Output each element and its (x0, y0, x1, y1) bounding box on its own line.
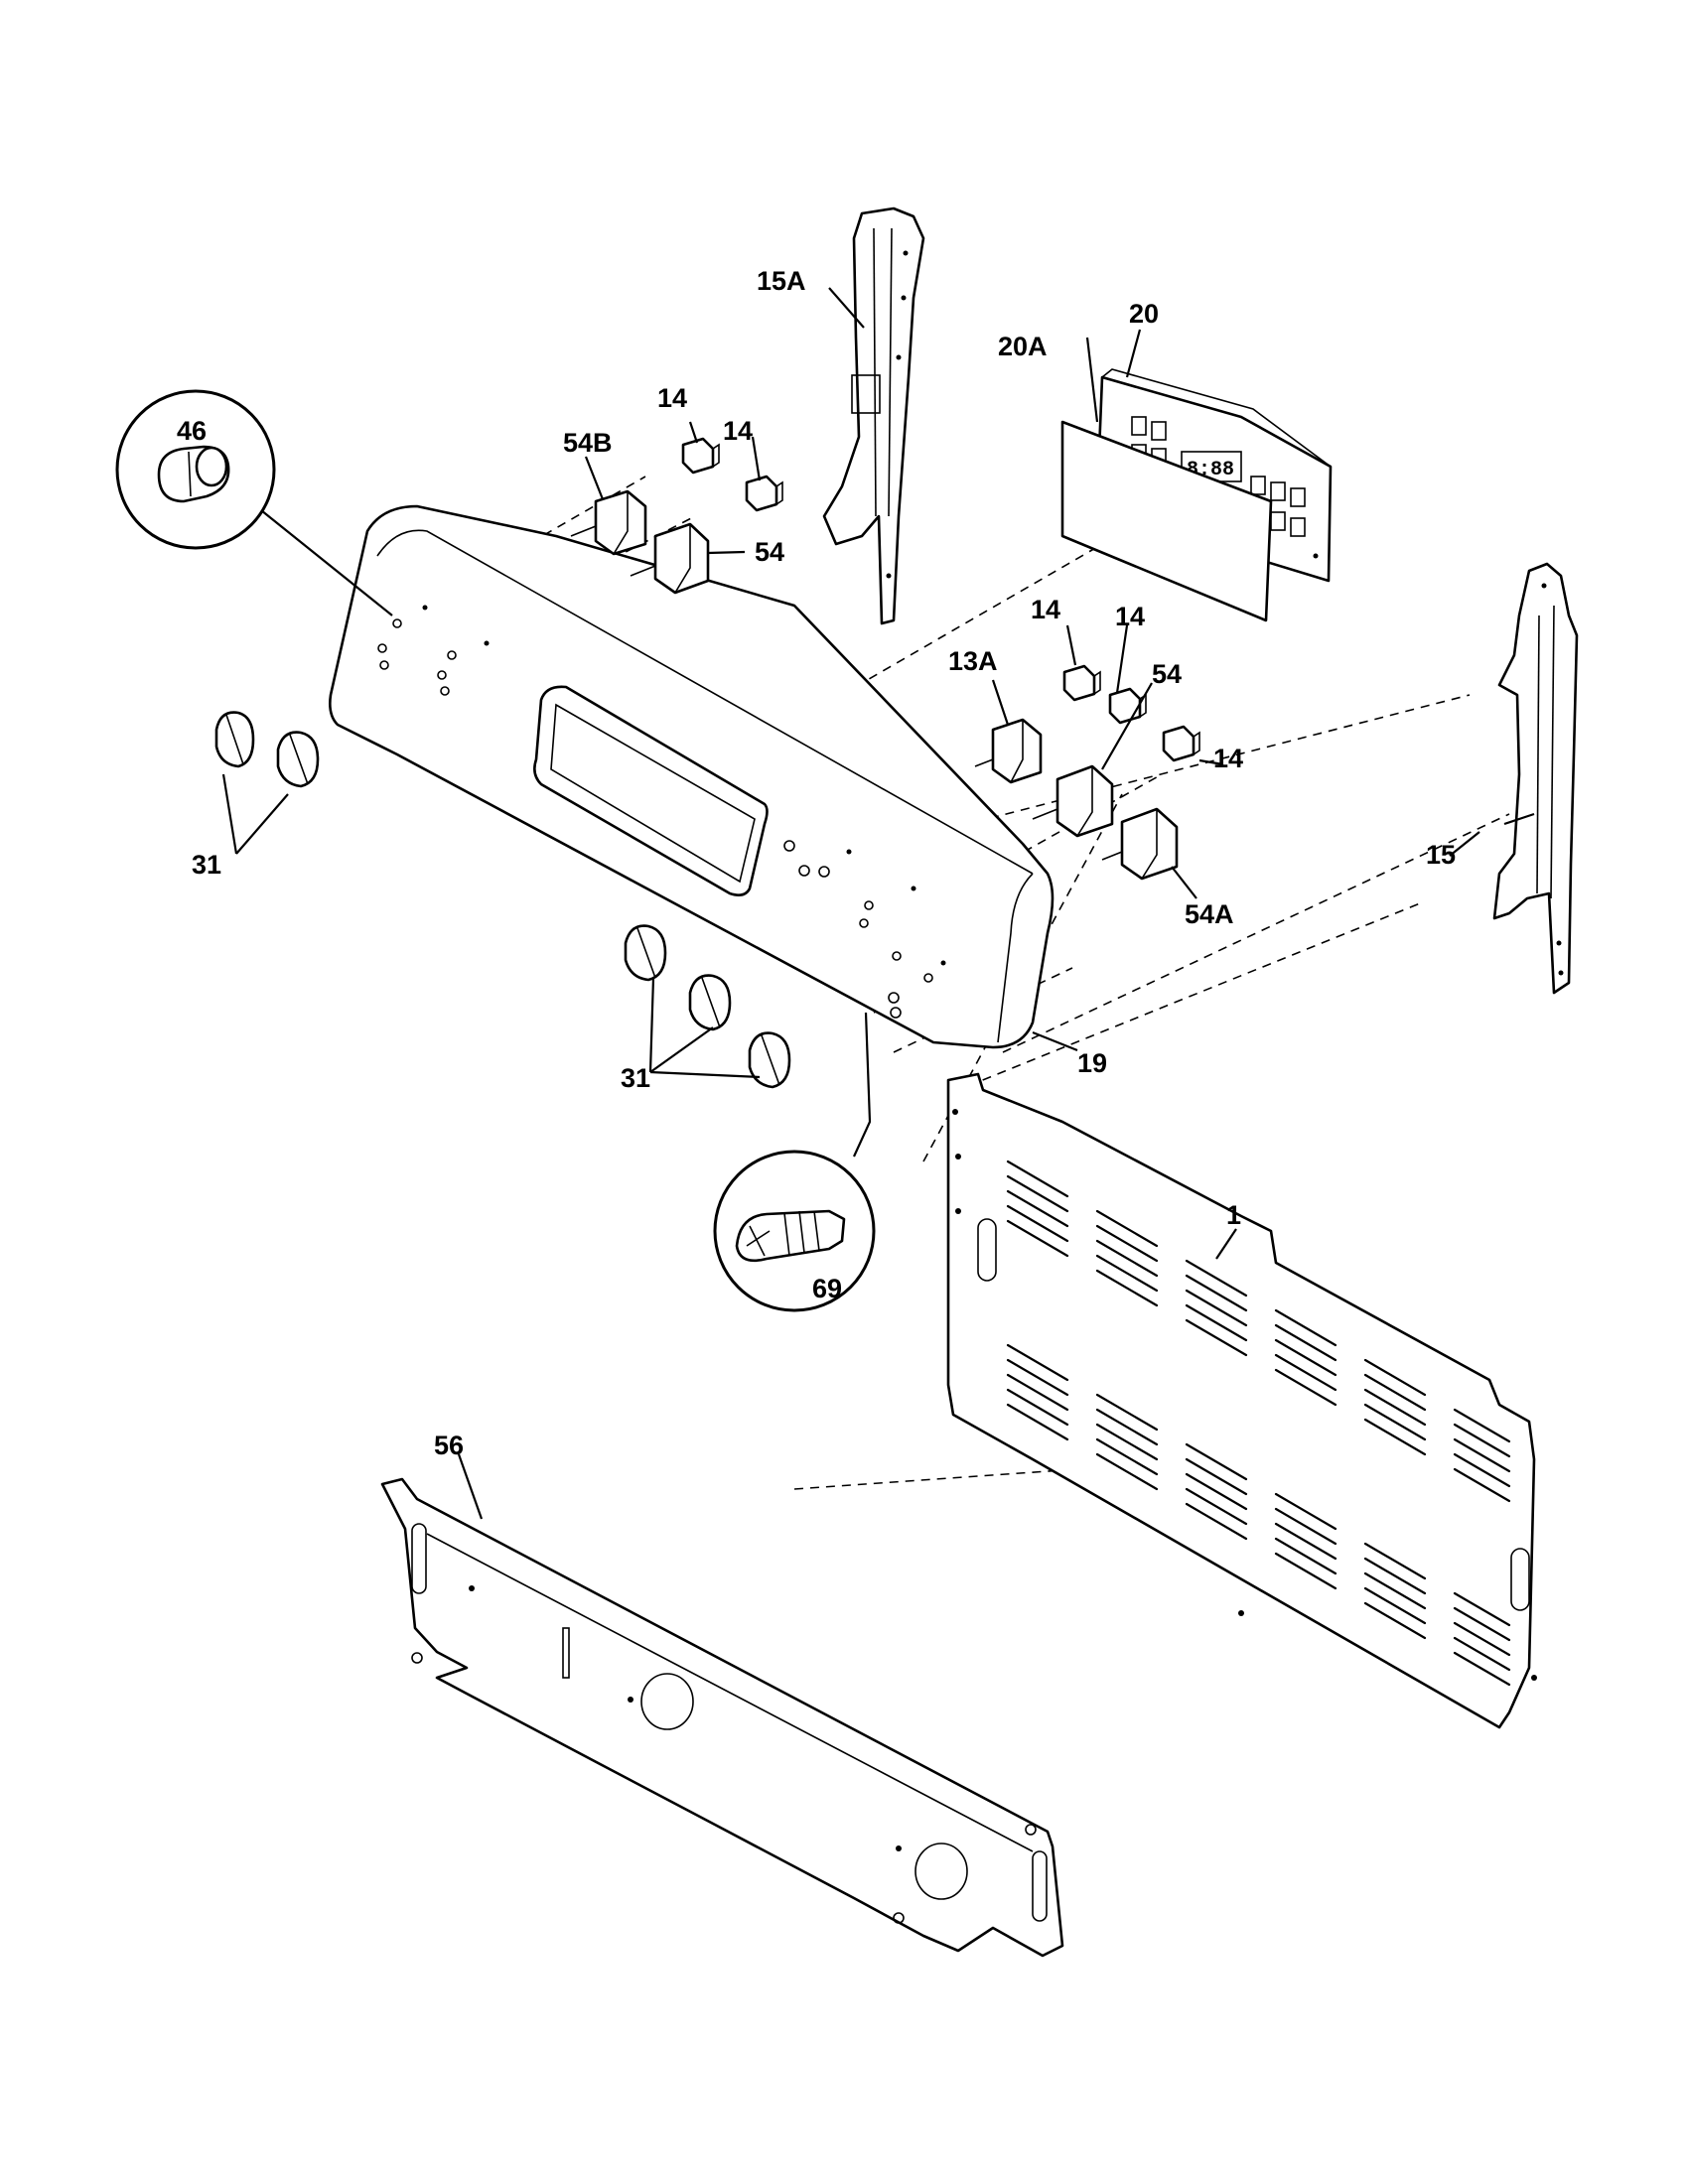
callout-54a: 54A (1185, 899, 1234, 929)
part-56-lower-bracket (380, 1477, 1064, 1958)
callout-54-upper: 54 (755, 537, 784, 567)
knob-31-b (276, 731, 320, 788)
callout-15: 15 (1426, 840, 1456, 870)
knob-31-e (748, 1031, 791, 1089)
callout-labels: 15A 20 20A 46 14 14 54B 54 14 14 13A 54 … (177, 266, 1456, 1460)
part-54a-switch (1101, 807, 1179, 881)
knob-31-a (214, 711, 255, 768)
callout-20a: 20A (998, 332, 1048, 361)
callout-14-b: 14 (723, 416, 753, 446)
leader-lines (221, 287, 1535, 1520)
part-15-right-bracket (1492, 562, 1579, 995)
switch-14-a (681, 437, 720, 475)
switch-14-c (1062, 664, 1101, 702)
detail-bubble-46 (115, 389, 393, 616)
callout-31-center: 31 (621, 1063, 650, 1093)
part-13a-switch (974, 718, 1043, 784)
callout-14-c: 14 (1031, 595, 1060, 624)
part-54b-switch (570, 489, 647, 556)
part-14-switches (681, 437, 1200, 762)
callout-14-a: 14 (657, 383, 687, 413)
switch-14-d (1108, 687, 1147, 725)
part-1-back-panel (946, 1072, 1537, 1729)
detail-bubble-69 (713, 1012, 876, 1312)
callout-14-e: 14 (1213, 744, 1243, 773)
callout-1: 1 (1226, 1200, 1241, 1230)
callout-54b: 54B (563, 428, 613, 458)
callout-54-lower: 54 (1152, 659, 1182, 689)
part-54-switch-lower (1032, 764, 1114, 838)
part-15a-left-bracket (822, 206, 925, 625)
knob-31-c (624, 924, 667, 982)
switch-14-b (745, 475, 783, 512)
callout-20: 20 (1129, 299, 1159, 329)
callout-15a: 15A (757, 266, 806, 296)
callout-69: 69 (812, 1274, 842, 1303)
part-19-control-panel (329, 504, 1055, 1049)
part-54-switch-upper (630, 522, 710, 595)
louvers (1006, 1160, 1511, 1687)
callout-13a: 13A (948, 646, 998, 676)
callout-46: 46 (177, 416, 207, 446)
part-31-knobs (214, 711, 791, 1089)
callout-31-left: 31 (192, 850, 221, 880)
switch-14-e (1162, 725, 1200, 762)
knob-31-d (688, 974, 732, 1031)
callout-56: 56 (434, 1431, 464, 1460)
part-20a-overlay (1060, 420, 1273, 622)
callout-19: 19 (1077, 1048, 1107, 1078)
callout-14-d: 14 (1115, 602, 1145, 631)
